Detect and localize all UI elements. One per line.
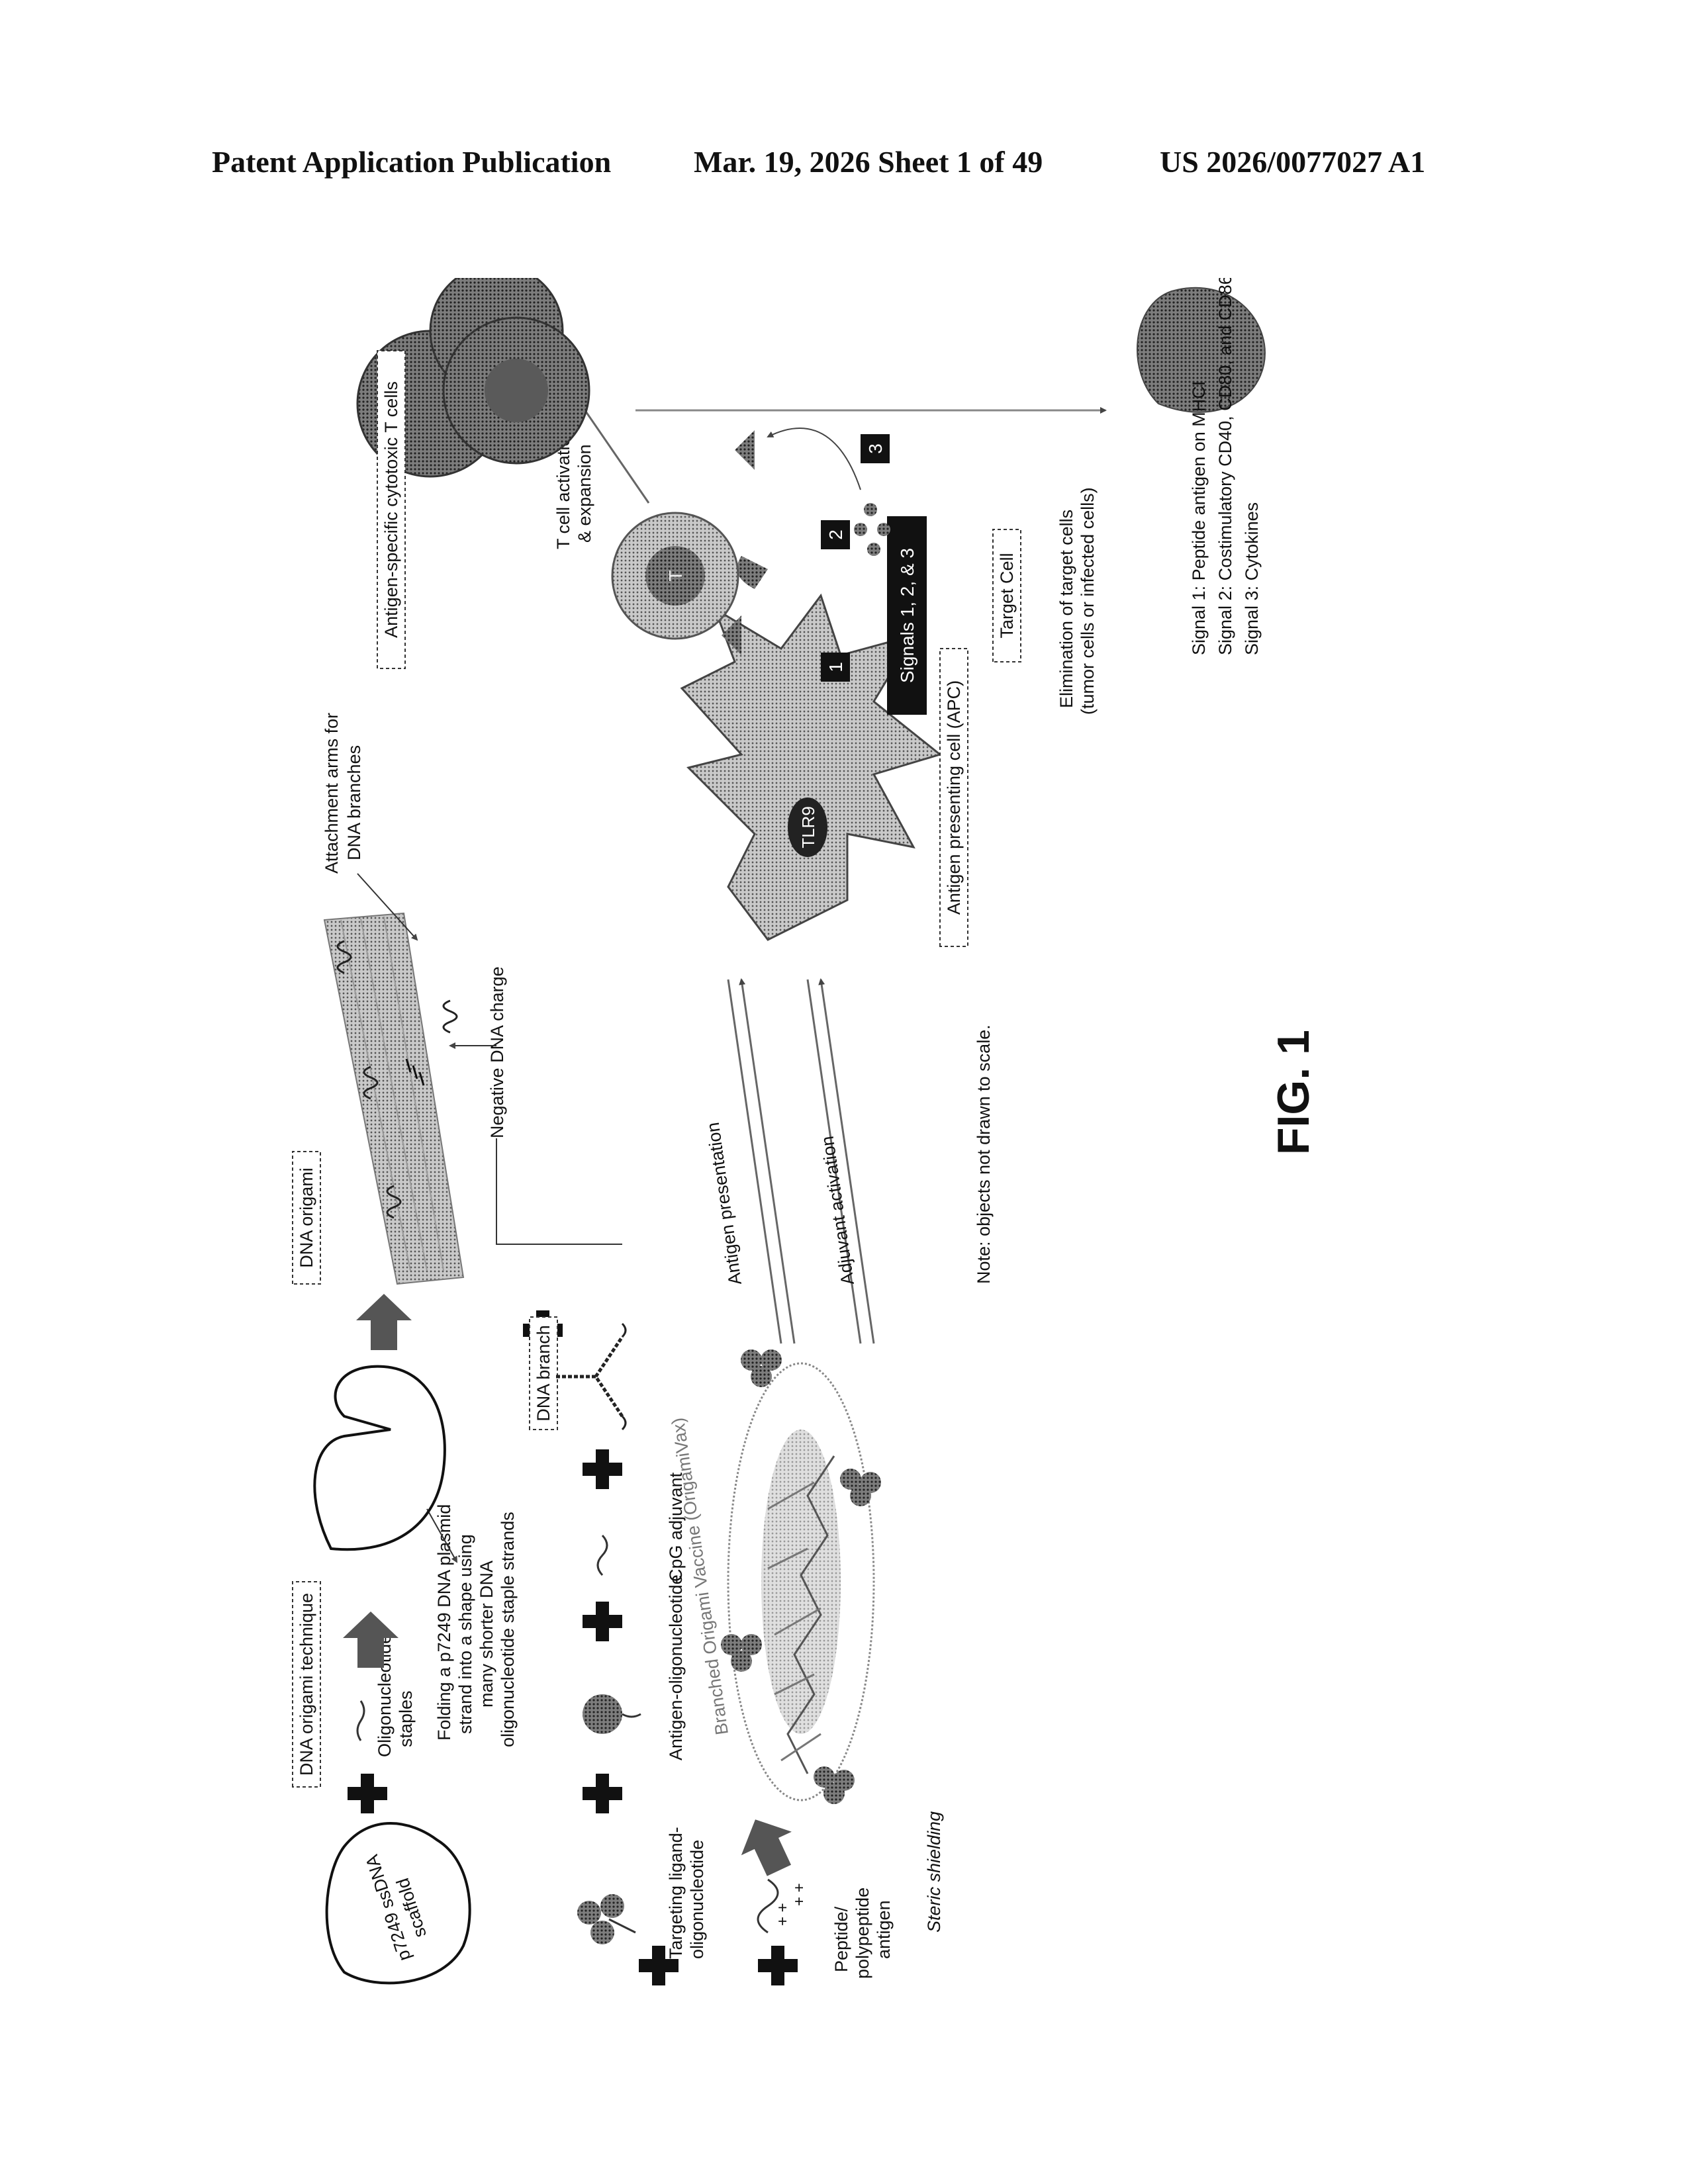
attachment-arms-label-1: Attachment arms for xyxy=(322,713,342,874)
antigen-oligo-label: Antigen-oligonucleotide xyxy=(666,1574,686,1760)
signal-2-number: 2 xyxy=(825,529,846,540)
dna-branch-label: DNA branch xyxy=(534,1325,553,1422)
peptide-label-1: Peptide/ xyxy=(831,1906,851,1972)
signal-3-label: Signal 3: Cytokines xyxy=(1242,502,1262,655)
dna-branch-icon xyxy=(556,1324,626,1430)
antigen-oligo-icon xyxy=(583,1694,641,1734)
elimination-label-1: Elimination of target cells xyxy=(1056,510,1076,708)
folding-label-2: strand into a shape using xyxy=(455,1534,475,1734)
header-publication-type: Patent Application Publication xyxy=(212,144,611,179)
signal-3-number: 3 xyxy=(865,443,886,454)
t-activation-label-2: & expansion xyxy=(575,444,594,543)
folding-label-4: oligonucleotide staple strands xyxy=(498,1512,518,1747)
steric-shielding-label: Steric shielding xyxy=(924,1811,944,1933)
peptide-label-3: antigen xyxy=(874,1900,894,1959)
svg-text:+ +: + + xyxy=(790,1883,808,1906)
header-date-sheet: Mar. 19, 2026 Sheet 1 of 49 xyxy=(694,144,1043,179)
folded-shape xyxy=(314,1367,445,1550)
cpg-strand-icon xyxy=(598,1535,607,1575)
signal-1-number: 1 xyxy=(825,662,846,672)
dna-origami-label: DNA origami xyxy=(297,1167,316,1268)
plus-icon xyxy=(583,1449,622,1489)
targeting-label-1: Targeting ligand- xyxy=(666,1827,686,1959)
negative-charge-label: Negative DNA charge xyxy=(487,966,507,1138)
apc-label: Antigen presenting cell (APC) xyxy=(944,680,964,915)
peptide-label-2: polypeptide xyxy=(853,1888,872,1979)
dna-origami-technique-label: DNA origami technique xyxy=(297,1593,316,1776)
plus-icon xyxy=(758,1946,798,1985)
signals-box-label: Signals 1, 2, & 3 xyxy=(897,548,917,683)
cytokines-icon xyxy=(854,503,890,556)
targeting-ligand-icon xyxy=(577,1894,635,1944)
elimination-label-2: (tumor cells or infected cells) xyxy=(1078,487,1098,715)
plus-icon xyxy=(348,1774,387,1813)
attachment-arms-label-2: DNA branches xyxy=(344,745,364,860)
signal-1-label: Signal 1: Peptide antigen on MHCI xyxy=(1189,381,1209,655)
ctl-label: Antigen-specific cytotoxic T cells xyxy=(381,381,401,638)
figure-label: FIG. 1 xyxy=(1268,1030,1319,1155)
tlr9-label: TLR9 xyxy=(798,806,818,848)
target-cell-label: Target Cell xyxy=(997,553,1017,638)
t-cell-label: T xyxy=(665,570,686,581)
plus-icon xyxy=(583,1602,622,1641)
note-label: Note: objects not drawn to scale. xyxy=(974,1024,994,1284)
signal-2-label: Signal 2: Costimulatory CD40, CD80, and … xyxy=(1215,278,1235,655)
plus-icon xyxy=(583,1774,622,1813)
staple-strand-icon xyxy=(357,1701,364,1741)
targeting-label-2: oligonucleotide xyxy=(687,1840,707,1959)
folding-label-3: many shorter DNA xyxy=(477,1561,496,1707)
antigen-presentation-arrow xyxy=(728,979,781,1343)
peptide-antigen-icon: + + + + xyxy=(758,1880,808,1933)
antigen-presentation-label: Antigen presentation xyxy=(703,1121,745,1286)
header-publication-number: US 2026/0077027 A1 xyxy=(1160,144,1425,179)
dna-origami-bundle xyxy=(324,913,463,1284)
adjuvant-activation-label: Adjuvant activation xyxy=(818,1135,858,1287)
svg-text:+ +: + + xyxy=(774,1903,792,1926)
origami-arrow xyxy=(356,1294,412,1350)
negative-charge-line xyxy=(496,1138,622,1244)
branched-origami-vaccine xyxy=(721,1349,881,1804)
assembly-arrow xyxy=(730,1807,804,1882)
staples-label-2: staples xyxy=(396,1690,416,1747)
